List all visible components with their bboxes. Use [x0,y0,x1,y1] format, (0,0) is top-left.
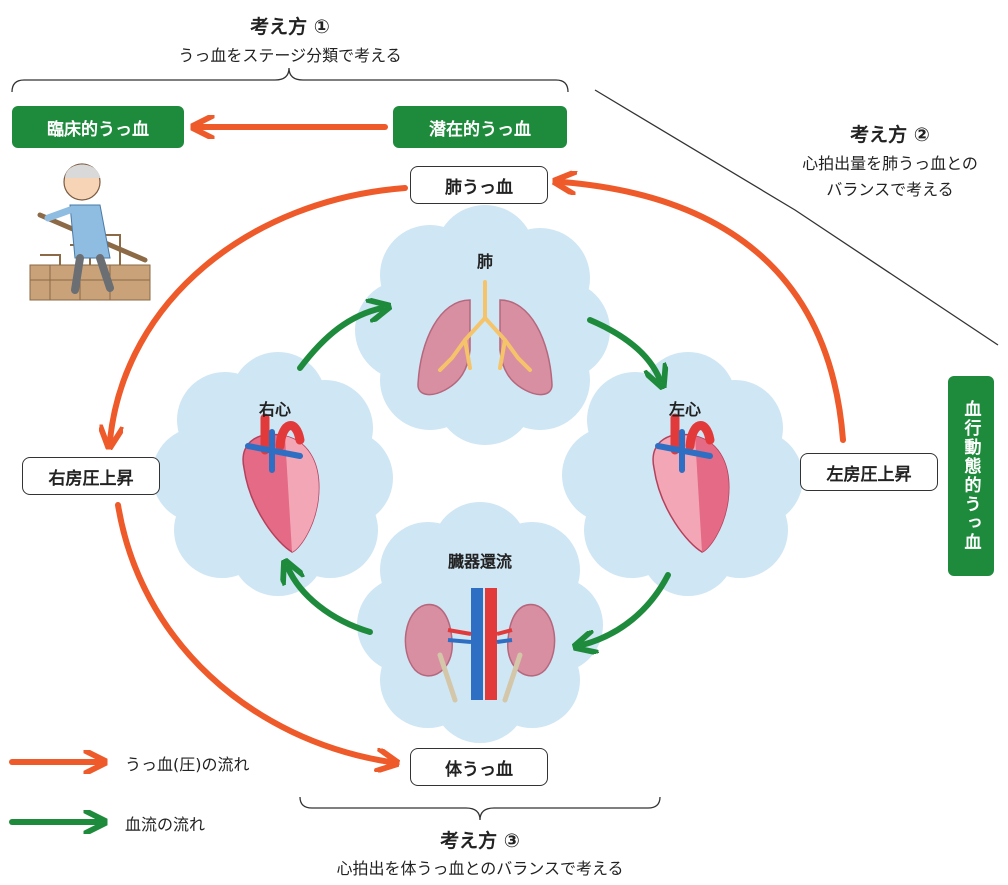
approach2-subtitle-line2: バランスで考える [826,180,954,199]
arrow-organ-to-right-heart [288,568,373,635]
pulmonary-congestion-box: 肺うっ血 [410,166,548,204]
bracket-approach2 [594,89,999,346]
systemic-congestion-box: 体うっ血 [410,748,548,786]
arrow-left-heart-to-organ [582,572,671,645]
bracket-approach3 [299,796,661,821]
approach3-subtitle: 心拍出を体うっ血とのバランスで考える [336,859,624,878]
kidneys-illustration [404,588,556,703]
right-heart-label: 右心 [258,400,291,419]
arrow-right-heart-to-lung [297,308,382,371]
legend-blood-flow-label: 血流の流れ [125,815,206,834]
right-heart-illustration [242,413,320,553]
latent-congestion-box: 潜在的うっ血 [393,106,567,148]
left-heart-illustration [652,413,730,553]
hemodynamic-congestion-box: 血行動態的うっ血 [948,376,994,576]
left-atrial-pressure-box: 左房圧上昇 [800,453,938,491]
approach1-subtitle: うっ血をステージ分類で考える [178,46,402,65]
lung-label: 肺 [476,252,493,271]
right-atrial-pressure-box: 右房圧上昇 [22,457,160,495]
legend-congestion-flow-label: うっ血(圧)の流れ [125,755,250,774]
lung-cloud [355,205,610,445]
bracket-approach1 [11,67,569,93]
arrow-pulmonary-to-right-atrial [110,185,408,440]
left-heart-label: 左心 [668,400,701,419]
approach2-title: 考え方 ② [850,124,930,146]
patient-illustration [29,163,151,301]
lungs-illustration [417,280,553,396]
clinical-congestion-box: 臨床的うっ血 [12,106,184,148]
left-heart-cloud [562,352,803,596]
arrow-left-atrial-to-pulmonary [562,182,846,443]
approach3-title: 考え方 ③ [440,830,520,852]
arrow-lung-to-left-heart [587,317,660,380]
approach1-title: 考え方 ① [250,16,330,38]
arrow-right-atrial-to-systemic [115,502,390,762]
organ-return-label: 臓器還流 [447,552,512,571]
approach2-subtitle-line1: 心拍出量を肺うっ血との [802,154,978,173]
